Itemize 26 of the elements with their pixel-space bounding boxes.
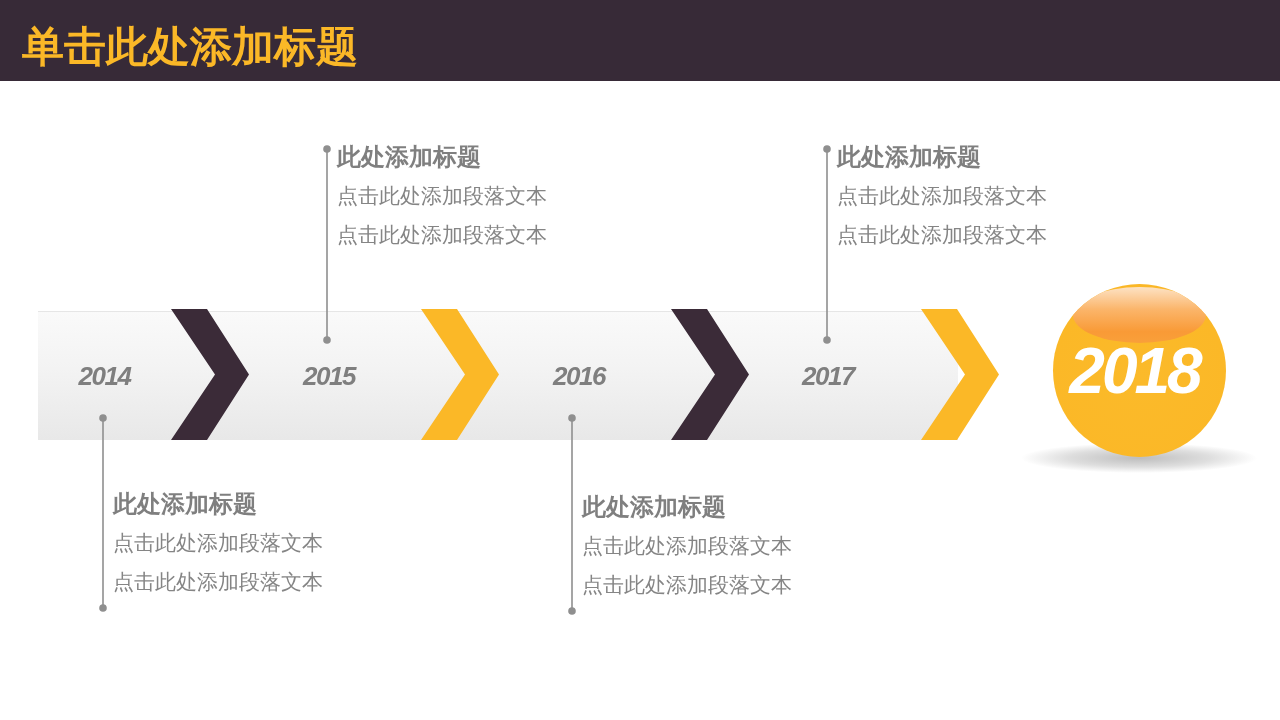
chevron-arrow [421,309,499,440]
callout-text: 点击此处添加段落文本 [337,183,547,209]
callout-text: 点击此处添加段落文本 [837,222,1047,248]
callout-text: 点击此处添加段落文本 [582,572,792,598]
year-label: 2018 [1069,335,1200,406]
callout-heading: 此处添加标题 [837,142,981,172]
leader-line [99,414,107,612]
year-label: 2015 [303,360,355,391]
chevron-arrow [921,309,999,440]
year-label: 2017 [802,360,854,391]
year-label: 2014 [78,360,131,391]
callout-text: 点击此处添加段落文本 [113,530,323,556]
slide-title: 单击此处添加标题 [22,22,358,72]
leader-line [568,414,576,615]
callout-heading: 此处添加标题 [582,492,726,522]
leader-line [323,145,331,344]
year-label: 2016 [553,360,605,391]
chevron-arrow [671,309,749,440]
callout-text: 点击此处添加段落文本 [582,533,792,559]
chevron-arrow [171,309,249,440]
callout-text: 点击此处添加段落文本 [837,183,1047,209]
callout-heading: 此处添加标题 [113,489,257,519]
callout-text: 点击此处添加段落文本 [337,222,547,248]
callout-heading: 此处添加标题 [337,142,481,172]
callout-text: 点击此处添加段落文本 [113,569,323,595]
leader-line [823,145,831,344]
